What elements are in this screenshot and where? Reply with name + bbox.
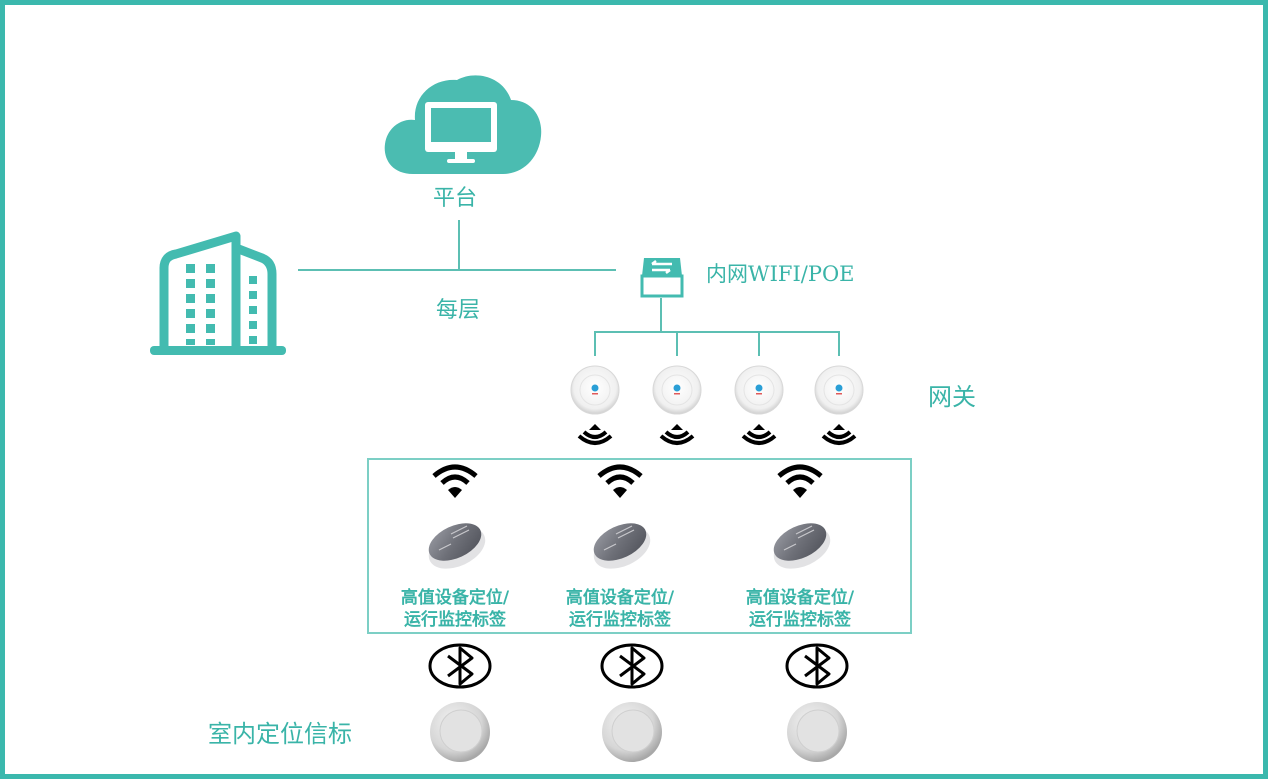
tag-device-icon [415, 512, 495, 572]
network-switch-icon [640, 254, 684, 298]
gateway-device-icon [569, 364, 621, 448]
tag-caption-line2: 运行监控标签 [404, 610, 506, 630]
beacon-label: 室内定位信标 [208, 720, 352, 748]
tag-caption-line1: 高值设备定位/ [400, 588, 510, 608]
tag-caption-line1: 高值设备定位/ [745, 588, 855, 608]
wifi-icon [595, 462, 645, 500]
platform-connector [458, 220, 460, 270]
floor-connector [298, 269, 616, 271]
wifi-icon [775, 462, 825, 500]
broadcast-signal-icon [741, 424, 777, 445]
gateway-drop-4 [838, 331, 840, 356]
beacon-device-icon [600, 700, 664, 764]
building-icon [148, 228, 288, 356]
wifi-icon [430, 462, 480, 500]
gateway-drop-2 [676, 331, 678, 356]
tag-caption-line2: 运行监控标签 [749, 610, 851, 630]
switch-down-connector [660, 298, 662, 332]
bluetooth-icon [600, 642, 664, 690]
platform-label: 平台 [433, 186, 478, 211]
tag-device-icon [760, 512, 840, 572]
gateway-device-icon [813, 364, 865, 448]
tag-caption: 高值设备定位/运行监控标签 [725, 587, 875, 631]
tag-caption-line1: 高值设备定位/ [565, 588, 675, 608]
tag-device-icon [580, 512, 660, 572]
bluetooth-icon [785, 642, 849, 690]
gateway-bus [594, 331, 840, 333]
gateway-drop-3 [758, 331, 760, 356]
tag-caption-line2: 运行监控标签 [569, 610, 671, 630]
broadcast-signal-icon [659, 424, 695, 445]
gateway-drop-1 [594, 331, 596, 356]
tag-caption: 高值设备定位/运行监控标签 [545, 587, 695, 631]
floor-label: 每层 [436, 298, 481, 323]
tag-group-box [367, 458, 912, 634]
beacon-device-icon [785, 700, 849, 764]
gateway-device-icon [733, 364, 785, 448]
broadcast-signal-icon [821, 424, 857, 445]
gateway-label: 网关 [928, 383, 976, 411]
bluetooth-icon [428, 642, 492, 690]
beacon-device-icon [428, 700, 492, 764]
cloud-monitor-icon [383, 66, 543, 178]
tag-caption: 高值设备定位/运行监控标签 [380, 587, 530, 631]
switch-label: 内网WIFI/POE [706, 262, 855, 286]
gateway-device-icon [651, 364, 703, 448]
broadcast-signal-icon [577, 424, 613, 445]
